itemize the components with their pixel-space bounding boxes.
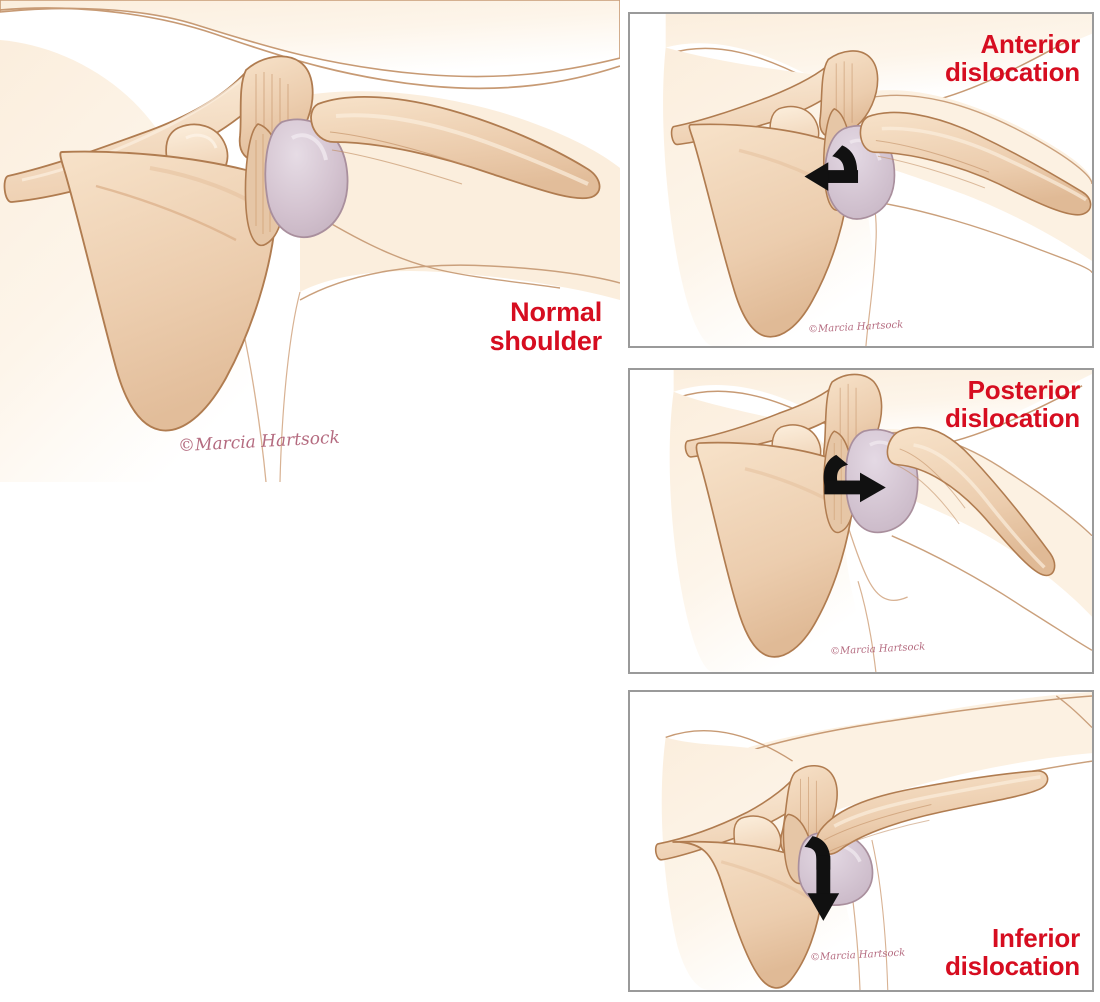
panel-anterior-dislocation: Anterior dislocation ©Marcia Hartsock [628, 12, 1094, 348]
humerus-shaft [815, 770, 1049, 856]
arm-lower-contour [891, 535, 1092, 651]
acromion-striations [255, 72, 289, 150]
torso-silhouette [665, 14, 1092, 101]
greater-tuberosity-lines [329, 131, 469, 185]
humerus-shaft [886, 426, 1056, 577]
tuberosity-lines [824, 804, 932, 853]
clavicle-highlight [21, 66, 256, 182]
humerus-highlight [881, 126, 1087, 202]
direction-arrow-anterior [804, 145, 859, 191]
tuberosity-lines [895, 448, 966, 525]
chest-fold [279, 291, 301, 482]
acromion-striations [835, 61, 853, 123]
panel-posterior-dislocation: Posterior dislocation ©Marcia Hartsock [628, 368, 1094, 674]
tuberosity-lines [875, 139, 990, 189]
lower-body-contour [857, 581, 877, 672]
arm-top-contour [754, 695, 1092, 750]
axilla-fold [871, 839, 889, 990]
humerus-highlight [833, 775, 1041, 828]
illustration-anterior-dislocation [630, 14, 1092, 346]
panel-normal-shoulder: Normal shoulder ©Marcia Hartsock [0, 0, 620, 482]
illustration-posterior-dislocation [630, 370, 1092, 672]
arm-mass [865, 429, 1092, 617]
panel-caption-inferior: Inferior dislocation [944, 922, 1080, 981]
illustration-normal-shoulder [0, 0, 620, 482]
humerus-highlight [913, 443, 1046, 569]
humerus-highlight [335, 113, 589, 186]
panel-inferior-dislocation: Inferior dislocation ©Marcia Hartsock [628, 690, 1094, 992]
humerus-shaft [859, 111, 1092, 216]
illustration-inferior-dislocation [630, 692, 1092, 990]
scapula-spine-shadow [95, 184, 237, 242]
panel-caption-posterior: Posterior dislocation [944, 375, 1080, 434]
trunk-upper-contour [665, 730, 793, 762]
arm-upper-contour [863, 94, 1092, 185]
elbow-contour [1055, 695, 1092, 728]
direction-arrow-inferior [804, 836, 840, 921]
direction-arrow-posterior [823, 454, 886, 503]
coracoid-highlight [185, 133, 218, 149]
axilla-contour [299, 204, 561, 289]
torso-silhouette [673, 370, 1092, 441]
scapula-inner-shade [720, 860, 816, 903]
panel-caption-normal: Normal shoulder [489, 297, 603, 357]
axilla-fold [843, 513, 908, 601]
arm-lower-contour [299, 264, 620, 301]
neck-shoulder-contour [0, 7, 620, 90]
humeral-head-highlight [291, 133, 328, 161]
torso-silhouette [0, 0, 620, 78]
arm-lower-contour [873, 201, 1092, 274]
panel-caption-anterior: Anterior dislocation [944, 29, 1080, 88]
humerus-shaft [310, 95, 601, 200]
